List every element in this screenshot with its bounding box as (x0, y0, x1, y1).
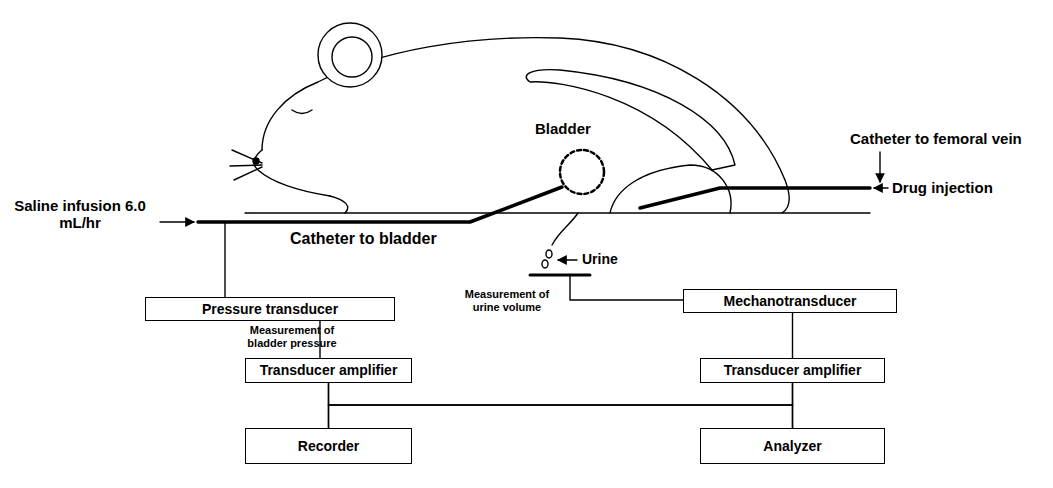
pressure-line (224, 222, 225, 297)
mouse-foreleg (330, 196, 348, 213)
annotation-label: Urine (582, 251, 618, 267)
annotation-label: Saline infusion 6.0 mL/hr (5, 197, 155, 232)
mouse-ear (318, 23, 382, 87)
instrument-box: Recorder (245, 428, 412, 464)
platform-line (245, 212, 870, 213)
plate-line (570, 275, 683, 300)
saline-arrow (160, 221, 194, 222)
femoral-catheter (640, 188, 870, 208)
box-label: Mechanotransducer (723, 293, 856, 309)
annotation-label: Measurement of urine volume (452, 288, 562, 313)
box-label: Recorder (298, 438, 359, 454)
instrument-box: Mechanotransducer (683, 289, 897, 313)
drug-arrow (874, 187, 888, 188)
annotation-label: Catheter to bladder (290, 230, 437, 248)
instrument-box: Analyzer (700, 428, 885, 464)
urine-arrow (558, 259, 577, 260)
mouse-eye (292, 110, 312, 114)
mouse-head (254, 150, 330, 196)
box-label: Transducer amplifier (724, 362, 862, 378)
instrument-box: Transducer amplifier (245, 358, 412, 383)
urine-plate (530, 274, 590, 277)
mouse-ear-inner (332, 37, 372, 77)
mouse-tail (526, 70, 735, 170)
annotation-label: Catheter to femoral vein (850, 130, 1022, 147)
signal-wire (329, 383, 793, 428)
signal-wire (792, 383, 793, 428)
mouse-whiskers (230, 150, 262, 180)
signal-wire (792, 313, 793, 358)
bladder-outline (560, 150, 604, 194)
urine-drop (542, 260, 548, 268)
annotation-label: Measurement of bladder pressure (232, 324, 352, 349)
annotation-label: Bladder (535, 120, 591, 137)
femoral-arrow (879, 152, 880, 182)
instrument-box: Transducer amplifier (700, 358, 885, 383)
signal-wire (329, 383, 793, 428)
annotation-label: Drug injection (892, 179, 993, 196)
box-label: Analyzer (763, 438, 821, 454)
bladder-catheter (198, 187, 562, 222)
urine-stream (552, 213, 578, 245)
box-label: Transducer amplifier (260, 362, 398, 378)
instrument-box: Pressure transducer (145, 297, 395, 321)
box-label: Pressure transducer (202, 301, 338, 317)
urine-drop (546, 250, 552, 258)
